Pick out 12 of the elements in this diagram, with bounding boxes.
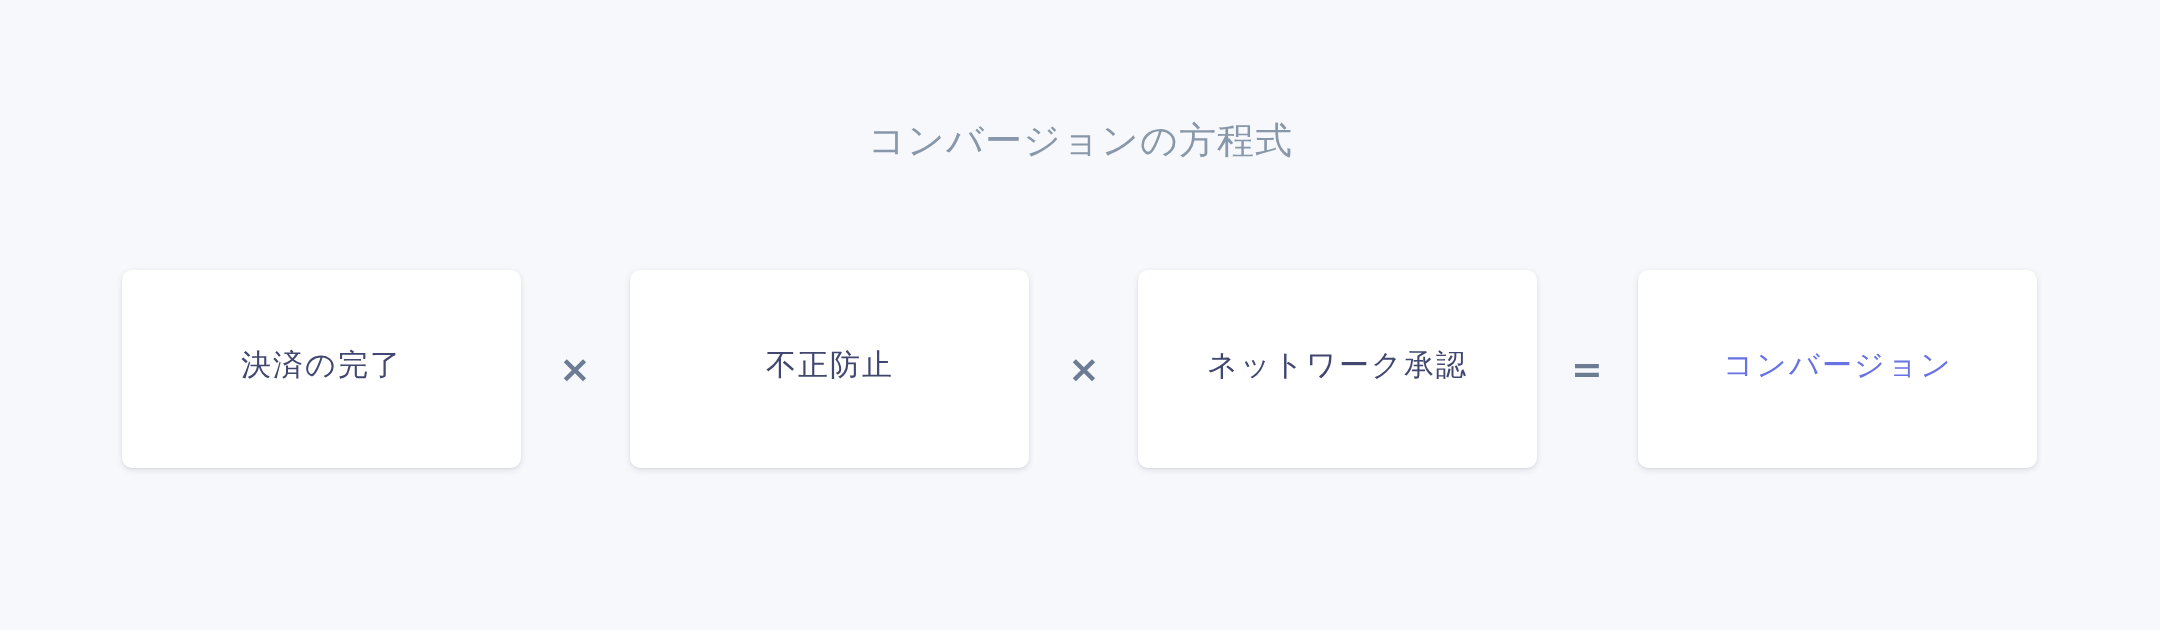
operator-sign: × [1068, 346, 1100, 393]
operator-sign: × [559, 346, 591, 393]
term-text: コンバージョン [1722, 345, 1953, 384]
term-card [122, 270, 521, 468]
term-text: 不正防止 [765, 345, 894, 384]
diagram-title: コンバージョンの方程式 [867, 119, 1293, 162]
operator-sign: = [1571, 346, 1603, 393]
term-text: 決済の完了 [241, 345, 402, 384]
term-card [630, 270, 1029, 468]
term-card [1138, 270, 1537, 468]
term-card [1638, 270, 2037, 468]
term-text: ネットワーク承認 [1207, 345, 1468, 384]
